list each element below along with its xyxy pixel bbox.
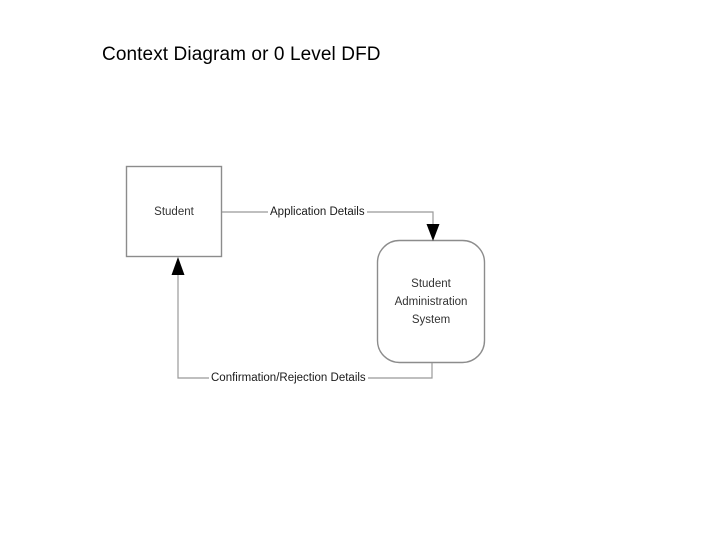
flow-application-details-arrowhead — [426, 224, 440, 241]
flow-confirmation-rejection-details-arrowhead — [171, 257, 185, 275]
node-student-label: Student — [154, 206, 194, 218]
node-student-shape[interactable] — [125, 165, 223, 258]
flow-application-details-label: Application Details — [268, 205, 367, 219]
page-title: Context Diagram or 0 Level DFD — [102, 44, 381, 65]
node-student-administration-system-label: Student Administration System — [394, 278, 468, 326]
flow-confirmation-rejection-details-label: Confirmation/Rejection Details — [209, 371, 368, 385]
node-student-administration-system-shape[interactable] — [376, 239, 486, 364]
